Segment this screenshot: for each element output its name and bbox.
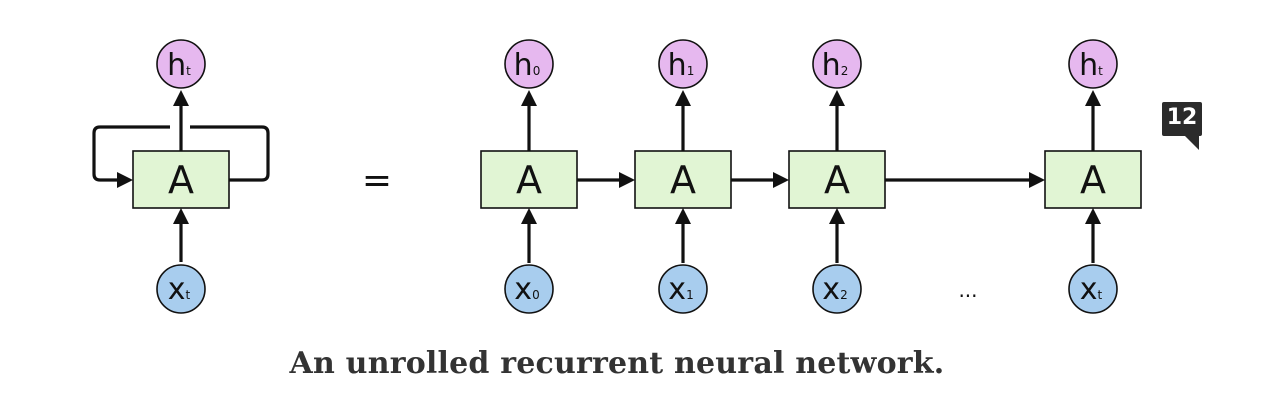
input-arrowhead-0 <box>521 208 537 224</box>
folded-output-node <box>156 39 206 89</box>
input-arrowhead-1 <box>675 208 691 224</box>
cell-label-2: A <box>824 158 850 202</box>
cell-label-0: A <box>516 158 542 202</box>
hidden-state-node-1 <box>658 39 708 89</box>
input-sub-0: 0 <box>532 288 540 302</box>
ellipsis: ... <box>958 278 977 302</box>
cell-label-1: A <box>670 158 696 202</box>
hidden-state-main-1: h <box>668 48 687 83</box>
hidden-state-main-0: h <box>514 48 533 83</box>
input-label-1: x1 <box>668 272 693 307</box>
input-main-2: x <box>822 272 840 307</box>
recurrent-arrowhead-3 <box>1029 172 1045 188</box>
hidden-state-label-0: h0 <box>514 48 541 83</box>
recurrent-loop-arrow <box>92 125 270 182</box>
svg-text:ht: ht <box>167 48 191 83</box>
hidden-state-sub-0: 0 <box>533 64 541 78</box>
comment-count-badge[interactable]: 12 <box>1162 102 1202 150</box>
input-main-1: x <box>668 272 686 307</box>
input-node-0 <box>504 264 554 314</box>
recurrent-loop-arrowhead <box>117 172 133 188</box>
recurrent-arrowhead-2 <box>773 172 789 188</box>
figure-caption: An unrolled recurrent neural network. <box>289 346 945 381</box>
svg-text:xt: xt <box>168 272 191 307</box>
hidden-state-node-2 <box>812 39 862 89</box>
cell-2 <box>788 150 886 209</box>
input-label-3: xt <box>1080 272 1103 307</box>
equals-sign: = <box>362 160 392 201</box>
input-node-3 <box>1068 264 1118 314</box>
comment-bubble-icon <box>1162 102 1202 136</box>
cell-3 <box>1044 150 1142 209</box>
hidden-state-label-2: h2 <box>822 48 849 83</box>
hidden-state-sub-1: 1 <box>687 64 695 78</box>
folded-input-sub: t <box>186 288 191 302</box>
folded-input-node <box>156 264 206 314</box>
input-label-2: x2 <box>822 272 847 307</box>
hidden-state-sub-2: 2 <box>841 64 849 78</box>
folded-cell-label: A <box>168 158 194 202</box>
hidden-state-label-1: h1 <box>668 48 695 83</box>
output-arrowhead-0 <box>521 90 537 106</box>
output-arrowhead-3 <box>1085 90 1101 106</box>
hidden-state-sub-3: t <box>1098 64 1103 78</box>
cell-label-3: A <box>1080 158 1106 202</box>
input-main-3: x <box>1080 272 1098 307</box>
hidden-state-main-3: h <box>1079 48 1098 83</box>
folded-input-main: x <box>168 272 186 307</box>
folded-cell <box>132 150 230 209</box>
output-arrowhead-2 <box>829 90 845 106</box>
output-arrowhead-1 <box>675 90 691 106</box>
input-node-1 <box>658 264 708 314</box>
recurrent-arrowhead-1 <box>619 172 635 188</box>
input-label-0: x0 <box>514 272 539 307</box>
hidden-state-label-3: ht <box>1079 48 1103 83</box>
hidden-state-main-2: h <box>822 48 841 83</box>
comment-bubble-tail <box>1185 136 1199 150</box>
folded-output-sub: t <box>186 64 191 78</box>
folded-rnn: A ht xt <box>92 39 270 314</box>
folded-output-arrowhead <box>173 90 189 106</box>
folded-output-main: h <box>167 48 186 83</box>
comment-count: 12 <box>1166 105 1198 130</box>
input-sub-1: 1 <box>686 288 694 302</box>
input-sub-3: t <box>1098 288 1103 302</box>
hidden-state-node-3 <box>1068 39 1118 89</box>
hidden-state-node-0 <box>504 39 554 89</box>
input-arrowhead-2 <box>829 208 845 224</box>
input-main-0: x <box>514 272 532 307</box>
input-node-2 <box>812 264 862 314</box>
input-sub-2: 2 <box>840 288 848 302</box>
folded-input-arrowhead <box>173 208 189 224</box>
input-arrowhead-3 <box>1085 208 1101 224</box>
